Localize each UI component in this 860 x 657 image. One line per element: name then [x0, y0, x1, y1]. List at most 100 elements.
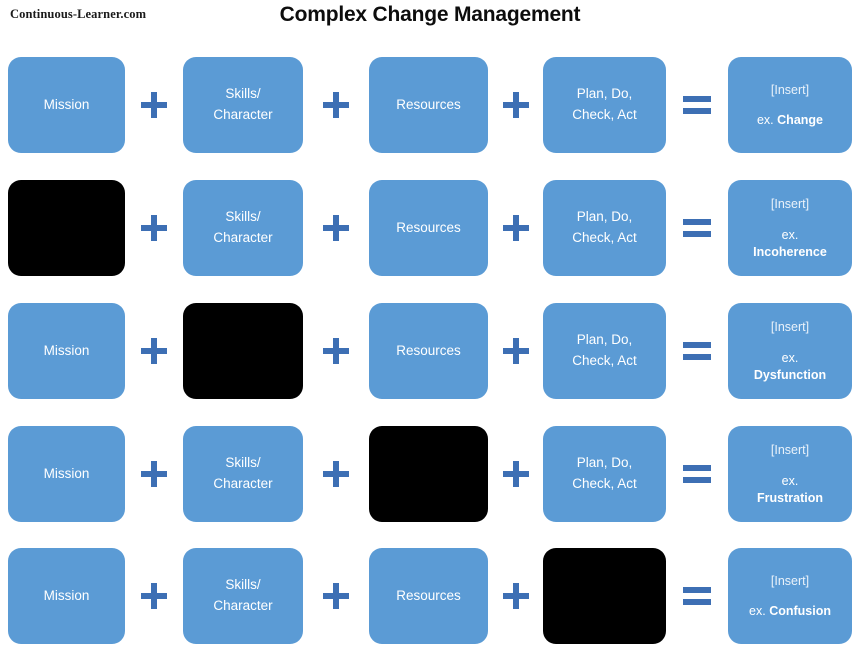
- element-label-line2: Character: [213, 107, 273, 122]
- element-label-line2: Character: [213, 476, 273, 491]
- plus-glyph: [502, 583, 529, 609]
- plus-glyph: [502, 92, 529, 118]
- element-label: Skills/: [225, 86, 261, 102]
- matrix-row: Mission Skills/Character Resources Plan, Do…: [0, 180, 860, 276]
- equals-icon: [666, 180, 728, 276]
- element-label-line2: Check, Act: [572, 107, 637, 122]
- element-box[interactable]: Plan, Do, Check, Act: [543, 303, 666, 399]
- element-label: Skills/: [225, 209, 261, 225]
- insert-placeholder: [Insert]: [770, 443, 810, 458]
- plus-glyph: [323, 461, 349, 487]
- element-box[interactable]: Skills/Character: [183, 57, 303, 153]
- insert-placeholder: [Insert]: [770, 197, 810, 212]
- element-label-line2: Character: [213, 598, 273, 613]
- example-prefix: ex.: [781, 350, 799, 365]
- result-content: [Insert] ex. Frustration: [728, 441, 852, 506]
- plus-icon: [125, 180, 183, 276]
- element-label: Mission: [43, 465, 90, 481]
- plus-icon: [125, 57, 183, 153]
- plus-glyph: [141, 92, 167, 118]
- missing-element-box[interactable]: Mission: [8, 180, 125, 276]
- element-box[interactable]: Mission: [8, 426, 125, 522]
- element-box[interactable]: Plan, Do,Check, Act: [543, 426, 666, 522]
- result-outcome: Frustration: [757, 490, 823, 505]
- element-label: Mission: [43, 587, 90, 603]
- element-label: Resources: [396, 96, 461, 112]
- equals-icon: [666, 303, 728, 399]
- insert-placeholder: [Insert]: [770, 320, 810, 335]
- element-box[interactable]: Resources: [369, 57, 488, 153]
- example-prefix: ex.: [756, 113, 774, 128]
- missing-element-box[interactable]: Plan, Do,Check, Act: [543, 548, 666, 644]
- page-title: Complex Change Management: [279, 3, 581, 26]
- result-box[interactable]: [Insert] ex. Confusion: [728, 548, 852, 644]
- example-prefix: ex.: [781, 473, 799, 488]
- element-box[interactable]: Skills/Character: [183, 426, 303, 522]
- plus-icon: [303, 426, 369, 522]
- element-box[interactable]: Plan, Do, Check, Act: [543, 57, 666, 153]
- plus-icon: [303, 180, 369, 276]
- plus-glyph: [323, 583, 349, 609]
- element-label: Plan, Do,: [576, 332, 633, 348]
- element-label: Resources: [396, 342, 461, 358]
- result-box[interactable]: [Insert] ex. Frustration: [728, 426, 852, 522]
- element-label-line2: Character: [213, 230, 273, 245]
- element-label-line2: Check, Act: [572, 476, 637, 491]
- matrix-row: Mission Skills/Character Resources Plan, Do…: [0, 303, 860, 399]
- equals-glyph: [683, 219, 711, 237]
- element-box[interactable]: Mission: [8, 303, 125, 399]
- equals-glyph: [683, 342, 711, 360]
- result-outcome: Incoherence: [753, 244, 827, 259]
- element-box[interactable]: Plan, Do, Check, Act: [543, 180, 666, 276]
- example-prefix: ex.: [749, 604, 766, 619]
- matrix-row: Mission Skills/Character Resources Plan, Do…: [0, 57, 860, 153]
- plus-glyph: [141, 583, 167, 609]
- plus-icon: [303, 57, 369, 153]
- page-header: Continuous-Learner.com Complex Change Ma…: [0, 0, 860, 42]
- plus-glyph: [502, 215, 529, 241]
- element-label: Plan, Do,: [576, 209, 633, 225]
- missing-element-box[interactable]: Skills/Character: [183, 303, 303, 399]
- element-box[interactable]: Skills/Character: [183, 548, 303, 644]
- plus-icon: [488, 548, 543, 644]
- result-content: [Insert]ex. Change: [728, 81, 852, 129]
- element-label: Skills/: [225, 577, 261, 593]
- plus-icon: [125, 303, 183, 399]
- element-box[interactable]: Resources: [369, 303, 488, 399]
- plus-icon: [125, 426, 183, 522]
- result-content: [Insert] ex. Confusion: [728, 572, 852, 620]
- plus-glyph: [323, 215, 349, 241]
- insert-placeholder: [Insert]: [770, 573, 810, 588]
- element-label-line2: Check, Act: [572, 230, 637, 245]
- result-outcome: Change: [777, 113, 823, 128]
- equals-glyph: [683, 96, 711, 114]
- plus-icon: [488, 57, 543, 153]
- element-label: Mission: [43, 96, 90, 112]
- missing-element-box[interactable]: Resources: [369, 426, 488, 522]
- result-box[interactable]: [Insert]ex.Dysfunction: [728, 303, 852, 399]
- site-logo: Continuous-Learner.com: [10, 7, 147, 21]
- element-box[interactable]: Resources: [369, 180, 488, 276]
- element-label: Resources: [396, 219, 461, 235]
- plus-glyph: [502, 338, 529, 364]
- plus-glyph: [323, 92, 349, 118]
- equals-icon: [666, 548, 728, 644]
- element-label: Mission: [43, 342, 90, 358]
- element-box[interactable]: Mission: [8, 548, 125, 644]
- element-box[interactable]: Skills/Character: [183, 180, 303, 276]
- result-box[interactable]: [Insert]ex. Change: [728, 57, 852, 153]
- equals-icon: [666, 57, 728, 153]
- plus-glyph: [141, 338, 167, 364]
- plus-glyph: [502, 461, 529, 487]
- element-label-line2: Check, Act: [572, 353, 637, 368]
- element-label: Plan, Do,: [576, 86, 633, 102]
- result-example: ex. Confusion: [749, 603, 831, 620]
- element-box[interactable]: Mission: [8, 57, 125, 153]
- equals-icon: [666, 426, 728, 522]
- matrix-row: Mission Skills/Character Resources Plan, Do…: [0, 548, 860, 644]
- result-box[interactable]: [Insert]ex.Incoherence: [728, 180, 852, 276]
- element-label: Resources: [396, 587, 461, 603]
- element-box[interactable]: Resources: [369, 548, 488, 644]
- matrix-row: Mission Skills/Character Resources Plan, Do…: [0, 426, 860, 522]
